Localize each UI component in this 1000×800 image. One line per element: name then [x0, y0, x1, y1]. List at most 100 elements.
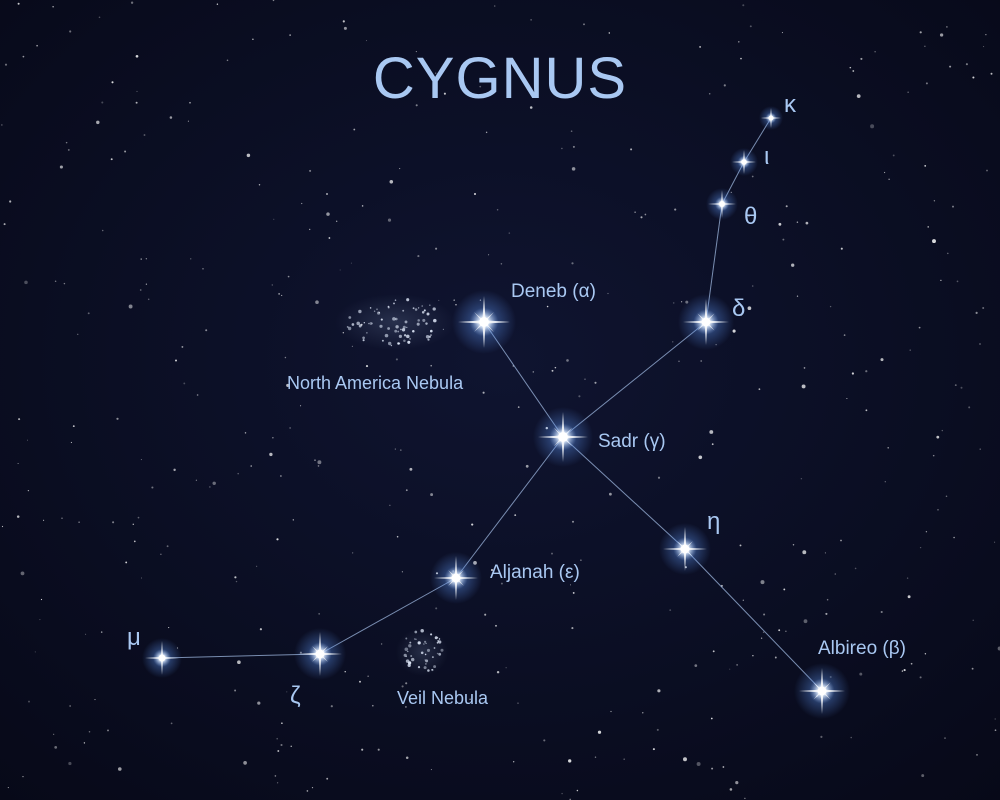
nebula-star — [440, 648, 444, 652]
nebula-star — [421, 311, 425, 314]
background-star — [281, 294, 283, 296]
nebula-star — [376, 308, 378, 311]
background-star — [892, 154, 895, 157]
background-star — [986, 169, 988, 172]
background-star — [852, 70, 855, 72]
background-star — [111, 81, 114, 84]
background-star — [160, 553, 162, 555]
background-star — [711, 767, 714, 770]
background-star — [479, 85, 482, 88]
nebula-star — [424, 659, 426, 661]
background-star — [202, 268, 204, 270]
background-star — [455, 304, 457, 306]
background-star — [430, 364, 433, 367]
background-star — [803, 367, 806, 369]
label-deneb: Deneb (α) — [511, 281, 596, 302]
background-star — [630, 148, 633, 151]
background-star — [196, 394, 199, 396]
background-star — [722, 766, 725, 768]
background-star — [792, 544, 795, 546]
background-star — [135, 101, 138, 104]
background-star — [280, 475, 282, 477]
background-star — [785, 630, 787, 632]
nebula-star — [431, 656, 434, 659]
background-star — [471, 523, 474, 526]
nebula-star — [407, 663, 411, 668]
background-star — [72, 425, 75, 428]
background-star — [469, 698, 471, 701]
nebula-star — [346, 325, 349, 328]
background-star — [396, 535, 399, 538]
background-star — [820, 735, 823, 738]
background-star — [644, 213, 647, 216]
background-star — [140, 577, 143, 579]
background-star — [782, 238, 785, 241]
background-star — [189, 101, 191, 104]
background-star — [919, 546, 922, 549]
background-star — [276, 737, 278, 740]
background-star — [919, 31, 922, 34]
background-star — [947, 252, 949, 255]
background-star — [850, 736, 852, 739]
background-star — [389, 180, 394, 184]
background-star — [281, 722, 283, 724]
background-star — [88, 731, 91, 733]
background-star — [234, 689, 237, 692]
background-star — [500, 582, 503, 585]
background-star — [136, 90, 138, 92]
background-star — [359, 680, 361, 683]
background-star — [405, 682, 408, 685]
background-star — [226, 59, 229, 62]
background-star — [351, 345, 353, 347]
background-star — [954, 384, 957, 386]
background-star — [361, 205, 364, 207]
background-star — [130, 1, 134, 4]
background-star — [352, 552, 354, 554]
background-star — [849, 66, 852, 69]
nebula-star — [417, 319, 420, 322]
label-albireo: Albireo (β) — [818, 638, 906, 659]
nebula-star — [369, 307, 372, 309]
background-star — [924, 45, 926, 47]
background-star — [430, 769, 432, 771]
nebula-star — [403, 339, 406, 342]
background-star — [380, 643, 383, 645]
background-star — [578, 395, 581, 398]
background-star — [473, 192, 477, 196]
background-star — [982, 307, 985, 309]
nebula-star — [401, 328, 406, 332]
nebula-star — [379, 324, 383, 328]
background-star — [135, 54, 139, 58]
nebula-star — [417, 666, 421, 669]
background-star — [292, 519, 294, 521]
nebula-star — [410, 655, 413, 657]
background-star — [276, 782, 279, 784]
nebula-star — [423, 643, 425, 645]
background-star — [484, 613, 487, 616]
nebula-star — [412, 307, 415, 310]
nebula-star — [430, 633, 433, 636]
nebula-star — [431, 669, 433, 671]
nebula-star — [427, 338, 430, 341]
nebula-star — [414, 630, 418, 634]
background-star — [69, 705, 71, 707]
background-star — [781, 32, 783, 34]
background-star — [608, 32, 611, 34]
background-star — [63, 282, 66, 285]
nebula-star — [371, 322, 373, 325]
background-star — [529, 106, 533, 109]
background-star — [36, 44, 38, 47]
nebula-star — [420, 651, 424, 655]
background-star — [326, 193, 328, 195]
nebula-star — [398, 334, 402, 338]
background-star — [729, 788, 733, 791]
background-star — [803, 619, 808, 624]
background-star — [453, 299, 455, 301]
background-star — [694, 664, 698, 667]
background-star — [77, 333, 79, 335]
background-star — [887, 446, 890, 449]
background-star — [290, 745, 292, 747]
background-star — [317, 460, 322, 465]
background-star — [28, 700, 30, 703]
background-star — [258, 184, 261, 186]
